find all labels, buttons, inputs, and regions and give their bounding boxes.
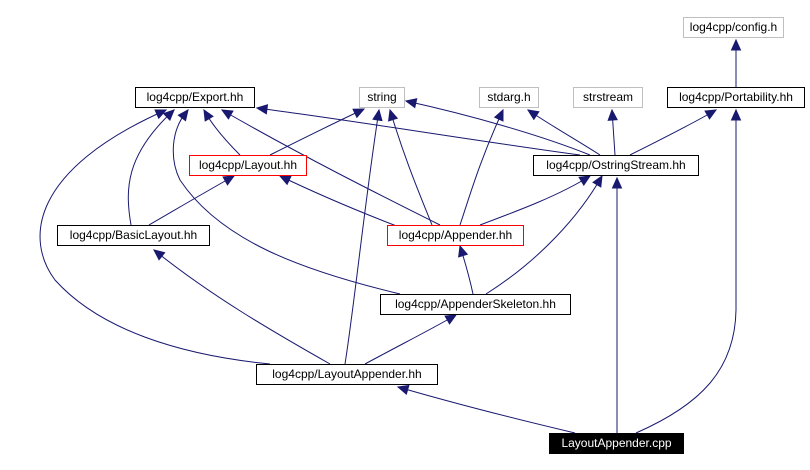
node-string[interactable]: string [359, 87, 405, 108]
arrowhead-skeleton-to-ostring [592, 174, 603, 188]
arrowhead-appender-to-stdarg [493, 108, 504, 122]
arrowhead-appender-to-export [220, 109, 234, 120]
arrowhead-root-to-layoutappender [396, 384, 410, 395]
arrowhead-layout-to-string [352, 108, 366, 119]
arrowhead-layout-to-export [203, 108, 214, 122]
arrowhead-ostring-to-export [255, 104, 269, 115]
arrowhead-portability-to-config [730, 38, 742, 51]
node-layout-hh[interactable]: log4cpp/Layout.hh [189, 155, 307, 176]
edge-layoutappender-to-skeleton [364, 314, 457, 365]
node-portability-hh[interactable]: log4cpp/Portability.hh [667, 87, 805, 108]
node-appender-hh[interactable]: log4cpp/Appender.hh [387, 225, 524, 246]
node-ostringstream-hh[interactable]: log4cpp/OstringStream.hh [533, 155, 699, 176]
edge-basiclayout-to-export [127, 109, 175, 226]
node-config-h[interactable]: log4cpp/config.h [683, 17, 784, 38]
edge-ostring-to-portability [629, 109, 717, 156]
arrowhead-basiclayout-to-export [162, 109, 175, 122]
arrowhead-ostring-to-strstream [607, 108, 618, 121]
edge-basiclayout-to-layout [148, 175, 235, 226]
edge-appender-to-export [221, 109, 441, 226]
arrowhead-ostring-to-string [404, 98, 418, 109]
node-layoutappender-cpp: LayoutAppender.cpp [549, 433, 684, 454]
arrowhead-skeleton-to-appender [458, 244, 469, 258]
arrowhead-skeleton-to-export [177, 109, 189, 122]
arrowhead-basiclayout-to-layout [222, 175, 236, 186]
edge-root-to-layoutappender [397, 386, 576, 434]
arrowhead-ostring-to-portability [704, 109, 718, 120]
node-export-hh[interactable]: log4cpp/Export.hh [135, 87, 255, 108]
edge-root-to-portability [635, 110, 737, 434]
edge-layout-to-string [269, 108, 365, 156]
edge-ostring-to-stdarg [527, 109, 601, 156]
edge-appender-to-stdarg [459, 109, 504, 226]
arrowhead-layoutappender-to-skeleton [444, 314, 458, 325]
arrowhead-ostring-to-stdarg [526, 109, 540, 121]
arrowhead-appender-to-layout [278, 175, 292, 186]
node-layoutappender-hh[interactable]: log4cpp/LayoutAppender.hh [256, 364, 438, 385]
edge-skeleton-to-export [172, 109, 401, 295]
arrowhead-layoutappender-to-basiclayout [153, 249, 166, 261]
edge-appender-to-string [389, 109, 433, 226]
node-stdarg-h[interactable]: stdarg.h [479, 87, 539, 108]
arrowhead-appender-to-ostring [578, 175, 592, 186]
arrowhead-layoutappender-to-string [372, 108, 383, 122]
edge-layoutappender-to-string [344, 109, 380, 365]
node-appenderskeleton-hh[interactable]: log4cpp/AppenderSkeleton.hh [380, 294, 571, 315]
arrowhead-appender-to-string [388, 108, 399, 122]
arrowhead-root-to-portability [730, 108, 742, 121]
edge-skeleton-to-ostring [485, 175, 603, 295]
arrowhead-root-to-ostring [611, 176, 623, 189]
node-basiclayout-hh[interactable]: log4cpp/BasicLayout.hh [57, 225, 210, 246]
edge-appender-to-ostring [479, 175, 591, 226]
edge-ostring-to-string [405, 100, 591, 156]
arrowhead-layoutappender-to-export [154, 109, 168, 120]
edge-layoutappender-to-basiclayout [153, 249, 331, 365]
edge-layoutappender-to-export [39, 109, 271, 365]
edge-ostring-to-export [256, 107, 581, 156]
node-strstream[interactable]: strstream [573, 87, 643, 108]
